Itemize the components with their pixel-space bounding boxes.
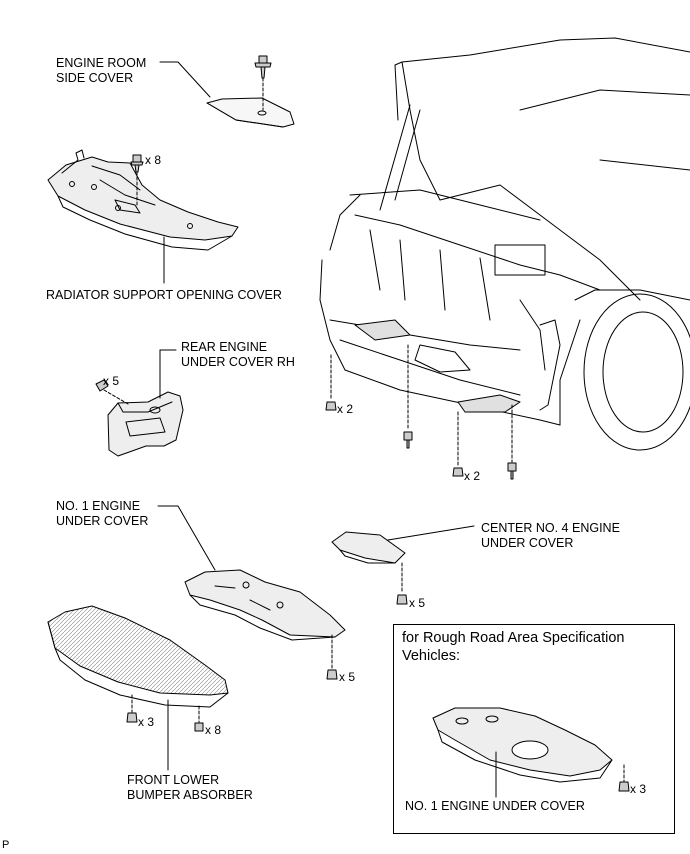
corner-mark: P xyxy=(2,839,10,851)
bumper-bolt xyxy=(194,722,204,732)
no1-engine-under-cover xyxy=(184,569,346,641)
inset-title: for Rough Road Area Specification Vehicl… xyxy=(402,630,625,664)
front-lower-bumper-absorber xyxy=(47,605,229,708)
qty-no1-clips: x 5 xyxy=(339,670,356,684)
label-front-lower-bumper-absorber: FRONT LOWER BUMPER ABSORBER xyxy=(127,773,253,802)
label-rear-engine-under-cover-rh: REAR ENGINE UNDER COVER RH xyxy=(181,340,295,369)
rough-road-inset-box: for Rough Road Area Specification Vehicl… xyxy=(393,624,675,834)
radiator-bolt xyxy=(130,154,144,173)
car-clip-bottom xyxy=(452,467,464,477)
qty-bumper-clips: x 3 xyxy=(138,715,155,729)
center-clip xyxy=(396,594,408,605)
rear-rh-clip xyxy=(95,379,109,392)
label-center-no4-engine-under-cover: CENTER NO. 4 ENGINE UNDER COVER xyxy=(481,521,620,550)
qty-center-clips: x 5 xyxy=(409,596,426,610)
car-front-illustration xyxy=(319,37,690,451)
qty-car-left-clips: x 2 xyxy=(337,402,354,416)
no1-clip xyxy=(326,669,338,680)
radiator-support-opening-cover xyxy=(47,149,239,251)
bumper-clip xyxy=(126,712,138,723)
label-engine-room-side-cover: ENGINE ROOM SIDE COVER xyxy=(56,56,147,85)
car-bolt-bottom xyxy=(507,462,517,480)
qty-inset-clips: x 3 xyxy=(630,782,647,796)
inset-clip xyxy=(618,781,630,792)
label-no1-engine-under-cover: NO. 1 ENGINE UNDER COVER xyxy=(56,499,149,528)
inset-no1-engine-under-cover xyxy=(432,707,613,783)
car-bolt-center xyxy=(403,431,413,449)
car-clip-left xyxy=(325,401,337,411)
label-inset-no1-engine-under-cover: NO. 1 ENGINE UNDER COVER xyxy=(405,799,585,813)
center-no4-engine-under-cover xyxy=(331,531,406,564)
qty-car-bottom-clips: x 2 xyxy=(464,469,481,483)
qty-rear-rh-clips: x 5 xyxy=(103,374,120,388)
engine-room-side-cover xyxy=(206,97,295,128)
side-cover-clip xyxy=(254,55,272,79)
label-radiator-support-opening-cover: RADIATOR SUPPORT OPENING COVER xyxy=(46,288,282,302)
rear-engine-under-cover-rh xyxy=(107,391,184,457)
qty-radiator-bolts: x 8 xyxy=(145,153,162,167)
qty-bumper-bolts: x 8 xyxy=(205,723,222,737)
